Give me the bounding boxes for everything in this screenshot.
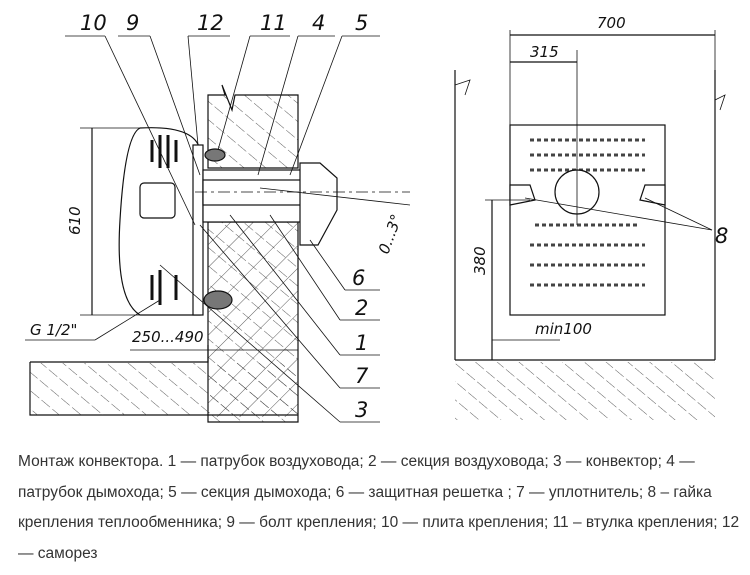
label-12: 12 xyxy=(197,11,224,35)
dim-315: 315 xyxy=(530,43,559,61)
convector-front xyxy=(509,124,666,316)
sealant-top xyxy=(204,148,226,162)
dim-min100: min100 xyxy=(535,320,592,338)
label-6: 6 xyxy=(352,266,365,290)
figure-caption: Монтаж конвектора. 1 — патрубок воздухов… xyxy=(18,447,743,569)
sealant-bottom xyxy=(203,290,233,310)
wall-outline xyxy=(454,70,716,361)
side-view-labels: 10 9 12 11 4 5 6 2 1 7 3 610 0...3° G 1/… xyxy=(30,11,406,422)
caption-text: Монтаж конвектора. 1 — патрубок воздухов… xyxy=(18,453,740,562)
label-9: 9 xyxy=(126,11,139,35)
convector-window xyxy=(139,182,176,219)
grille-slots xyxy=(530,138,645,287)
nut-right xyxy=(639,184,666,206)
dim-700: 700 xyxy=(597,14,626,32)
dim-angle: 0...3° xyxy=(375,212,406,257)
dim-380: 380 xyxy=(471,246,489,275)
label-10: 10 xyxy=(80,11,107,35)
label-11: 11 xyxy=(260,11,287,35)
dim-610: 610 xyxy=(66,206,84,235)
label-3: 3 xyxy=(355,398,368,422)
floor-hatch xyxy=(30,363,298,415)
convector-body xyxy=(118,127,201,316)
convector-installation-diagram: 10 9 12 11 4 5 6 2 1 7 3 610 0...3° G 1/… xyxy=(25,11,728,423)
protective-grille xyxy=(299,162,338,246)
front-view xyxy=(454,30,726,420)
label-5: 5 xyxy=(355,11,368,35)
front-view-labels: 700 315 380 min100 8 xyxy=(471,14,728,338)
side-view xyxy=(25,35,411,423)
label-1: 1 xyxy=(355,331,368,355)
floor-front xyxy=(455,362,715,420)
label-8: 8 xyxy=(715,224,728,248)
dim-depth: 250...490 xyxy=(132,328,204,346)
label-7: 7 xyxy=(355,364,369,388)
label-4: 4 xyxy=(312,11,325,35)
wall-upper xyxy=(207,84,299,169)
label-2: 2 xyxy=(355,296,368,320)
dim-thread: G 1/2" xyxy=(30,321,77,339)
